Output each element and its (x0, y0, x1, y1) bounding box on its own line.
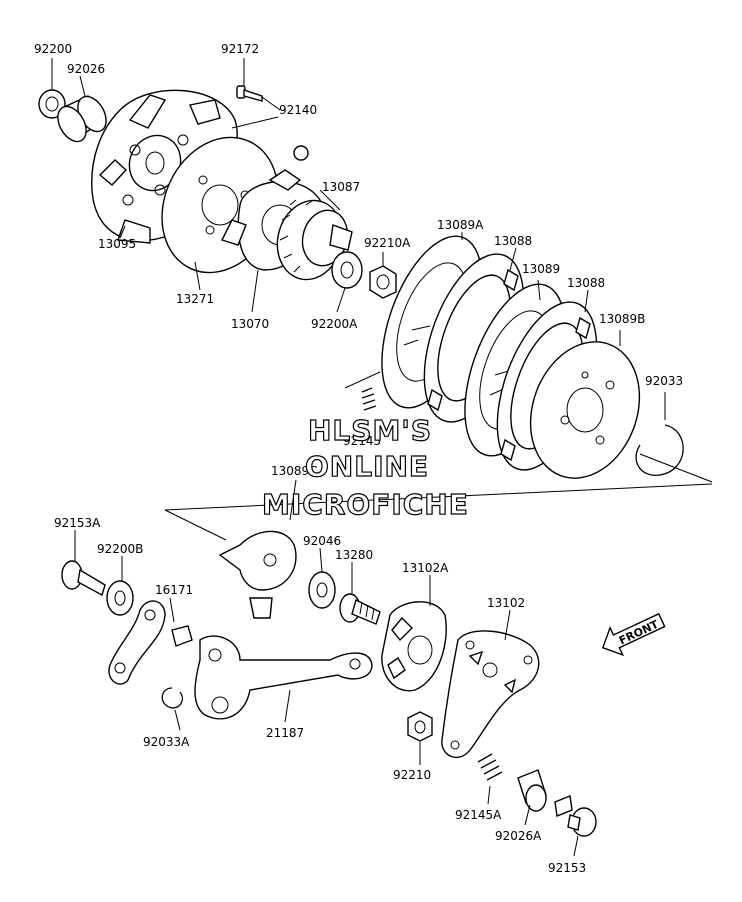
adjuster-13280 (339, 593, 381, 625)
label-92210: 92210 (393, 768, 431, 782)
watermark-line-1: HLSM'S (308, 414, 432, 447)
label-13089: 13089 (522, 262, 560, 276)
bushing-92026A (517, 769, 547, 812)
label-92153A: 92153A (54, 516, 101, 530)
bolt-92153 (554, 795, 597, 837)
group-bracket-line (344, 371, 381, 389)
label-92210A: 92210A (364, 236, 411, 250)
plate-13089C (218, 530, 297, 619)
plate-13102 (441, 630, 540, 759)
label-13070: 13070 (231, 317, 269, 331)
watermark-line-2: ONLINE (305, 450, 429, 483)
watermark: HLSM'S ONLINE MICROFICHE (261, 413, 469, 521)
arm-21187 (194, 635, 373, 720)
label-92145A: 92145A (455, 808, 502, 822)
front-arrow-label: FRONT (617, 618, 661, 648)
label-92033A: 92033A (143, 735, 190, 749)
label-13095: 13095 (98, 237, 136, 251)
label-92140: 92140 (279, 103, 317, 117)
label-13271: 13271 (176, 292, 214, 306)
washer-92200A (331, 251, 363, 289)
label-92200A: 92200A (311, 317, 358, 331)
label-13087: 13087 (322, 180, 360, 194)
clutch-housing-13095 (91, 89, 238, 244)
label-13088-a: 13088 (494, 234, 532, 248)
label-13089C: 13089C (271, 464, 318, 478)
nut-92210A (369, 265, 397, 299)
label-92046: 92046 (303, 534, 341, 548)
label-92026A: 92026A (495, 829, 542, 843)
part-labels: 92200 92026 92172 92140 13087 13095 1327… (34, 42, 683, 875)
label-92026: 92026 (67, 62, 105, 76)
washer-92200B (106, 580, 134, 616)
ball-92140 (293, 145, 309, 161)
leader-lines (51, 58, 666, 857)
label-92153: 92153 (548, 861, 586, 875)
washer-92046 (308, 571, 336, 609)
bolt-92172 (236, 85, 263, 102)
snap-ring-92033A (161, 687, 183, 709)
label-13088-b: 13088 (567, 276, 605, 290)
bushing-92026 (57, 95, 107, 143)
label-13280: 13280 (335, 548, 373, 562)
bolt-92153A (61, 560, 106, 597)
label-13102: 13102 (487, 596, 525, 610)
pressure-plate-13089B (529, 341, 641, 479)
nut-92210 (407, 711, 433, 742)
gear-13087 (276, 199, 353, 281)
snap-ring-92033 (635, 424, 684, 476)
spring-92145A (477, 753, 503, 781)
watermark-line-3: MICROFICHE (262, 488, 469, 521)
label-92200B: 92200B (97, 542, 143, 556)
cam-13102A (381, 601, 447, 692)
label-21187: 21187 (266, 726, 304, 740)
lever-16171 (108, 600, 193, 685)
label-92172: 92172 (221, 42, 259, 56)
label-16171: 16171 (155, 583, 193, 597)
label-92033: 92033 (645, 374, 683, 388)
label-13089B: 13089B (599, 312, 645, 326)
group-bracket-line (639, 453, 713, 483)
label-92145: 92145 (343, 434, 381, 448)
label-13102A: 13102A (402, 561, 449, 575)
label-13089A: 13089A (437, 218, 484, 232)
group-bracket-line (164, 509, 227, 541)
label-92200: 92200 (34, 42, 72, 56)
spring-92145 (361, 387, 377, 411)
group-bracket-line (164, 483, 713, 511)
front-direction-arrow: FRONT (601, 612, 666, 657)
